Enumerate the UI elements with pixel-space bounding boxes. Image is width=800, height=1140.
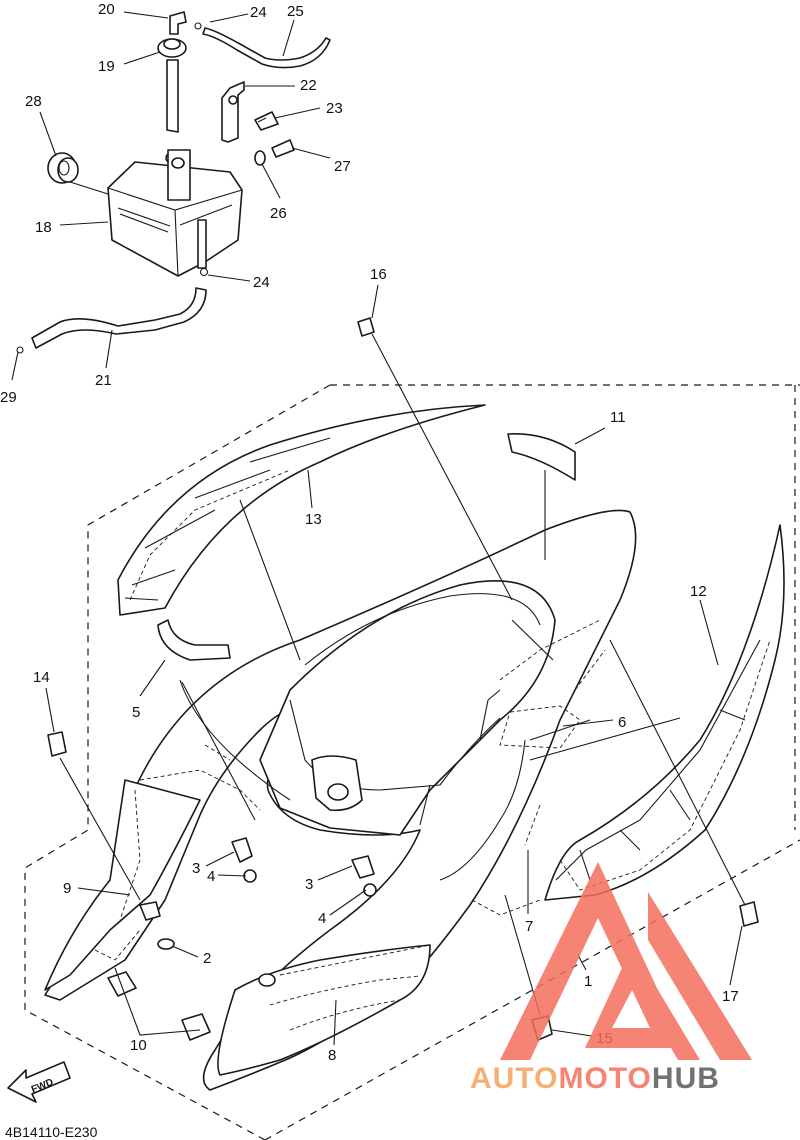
callout-6: 6 xyxy=(618,714,626,731)
logo-word-auto: AUTO xyxy=(470,1062,558,1095)
svg-text:AUTOMOTOHUB: AUTOMOTOHUB xyxy=(470,1062,720,1095)
callout-8: 8 xyxy=(328,1047,336,1064)
callout-10: 10 xyxy=(130,1037,147,1054)
collar-4b xyxy=(363,883,377,897)
callout-14: 14 xyxy=(33,669,50,686)
logo-word-moto: MOTO xyxy=(558,1062,651,1095)
bolt-23 xyxy=(254,111,279,131)
callout-1: 1 xyxy=(584,973,592,990)
clip-14 xyxy=(47,731,67,757)
damper-10b xyxy=(181,1013,211,1041)
breather-hose xyxy=(202,27,331,69)
callout-26: 26 xyxy=(270,205,287,222)
callout-9: 9 xyxy=(63,880,71,897)
nut-3b xyxy=(351,855,375,879)
bracket xyxy=(221,81,245,143)
callout-25: 25 xyxy=(287,3,304,20)
callout-16: 16 xyxy=(370,266,387,283)
callout-17: 17 xyxy=(722,988,739,1005)
filler-pipe xyxy=(166,59,179,133)
callout-12: 12 xyxy=(690,583,707,600)
lower-cover xyxy=(217,944,431,1076)
washer-2 xyxy=(157,938,175,950)
callout-19: 19 xyxy=(98,58,115,75)
callout-3-right: 3 xyxy=(305,876,313,893)
callout-24-mid: 24 xyxy=(253,274,270,291)
callout-numbers: 20 24 25 19 22 23 28 27 26 18 24 16 21 2… xyxy=(0,1,739,1064)
bolt-16 xyxy=(357,317,375,337)
logo-triangle-mark xyxy=(500,862,685,1060)
pad xyxy=(507,433,576,481)
rubber-seal xyxy=(157,619,231,661)
callout-24-top: 24 xyxy=(250,4,267,21)
washer-26 xyxy=(254,150,266,166)
drawing-code: 4B14110-E230 xyxy=(5,1124,98,1140)
automotohub-logo: AUTOMOTOHUB xyxy=(470,862,752,1095)
callout-22: 22 xyxy=(300,77,317,94)
callout-13: 13 xyxy=(305,511,322,528)
callout-11: 11 xyxy=(610,409,626,426)
nut-3a xyxy=(231,837,253,863)
callout-5: 5 xyxy=(132,704,140,721)
callout-18: 18 xyxy=(35,219,52,236)
callout-29: 29 xyxy=(0,389,17,406)
forward-direction-arrow: FWD xyxy=(7,1061,71,1103)
nut-9 xyxy=(139,901,161,921)
callout-4-left: 4 xyxy=(207,868,215,885)
callout-27: 27 xyxy=(334,158,351,175)
callout-3-left: 3 xyxy=(192,860,200,877)
callout-21: 21 xyxy=(95,372,112,389)
tail-cowl-assembly xyxy=(44,317,785,1091)
drain-hose xyxy=(31,287,207,349)
callout-28: 28 xyxy=(25,93,42,110)
reservoir-tank-assembly xyxy=(16,11,331,354)
assembly-boundary xyxy=(24,384,800,1140)
nut-17 xyxy=(739,901,759,927)
callout-4-right: 4 xyxy=(318,910,326,927)
callout-7: 7 xyxy=(525,918,533,935)
bolt-27 xyxy=(271,139,295,158)
side-panel-lower xyxy=(44,779,201,991)
logo-word-hub: HUB xyxy=(652,1062,720,1095)
right-side-decal xyxy=(544,524,785,901)
callout-23: 23 xyxy=(326,100,343,117)
callout-20: 20 xyxy=(98,1,115,18)
damper-10a xyxy=(107,971,137,997)
callout-2: 2 xyxy=(203,950,211,967)
callout-leaders xyxy=(11,11,743,1046)
elbow-fitting xyxy=(169,11,187,35)
